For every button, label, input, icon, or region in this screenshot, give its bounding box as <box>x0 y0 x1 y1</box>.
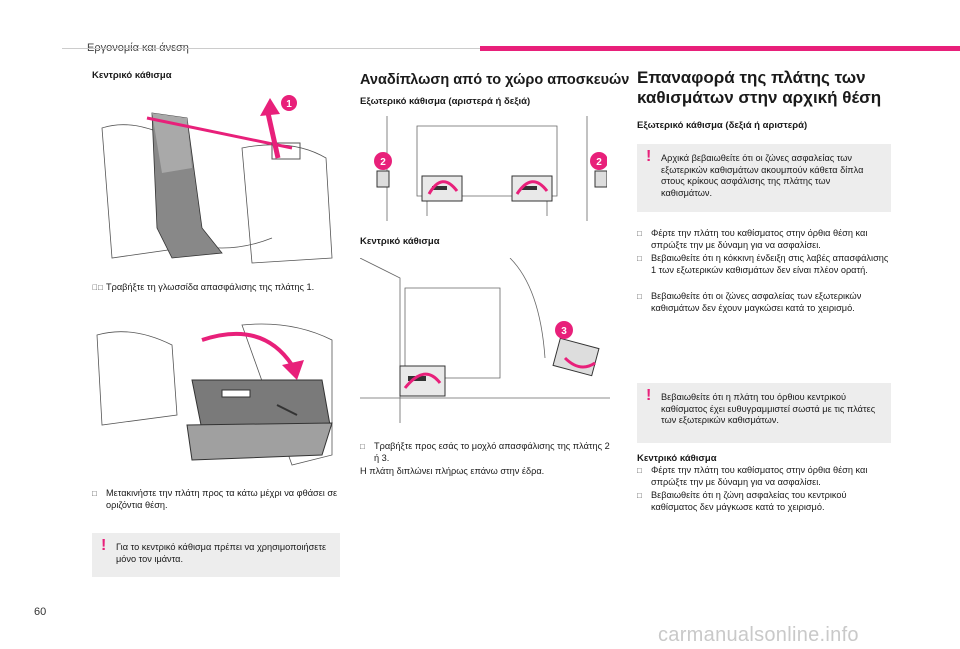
col3-bullet-1-text: Φέρτε την πλάτη του καθίσματος στην όρθι… <box>651 228 868 250</box>
illustration-seat-fold-down <box>92 305 336 473</box>
illustration-outer-seat-levers: 2 2 <box>367 116 607 221</box>
badge-2-left: 2 <box>380 157 386 168</box>
col3-subhead-1: Εξωτερικό κάθισμα (δεξιά ή αριστερά) <box>637 120 808 131</box>
col3-bullet-4: □ Φέρτε την πλάτη του καθίσματος στην όρ… <box>637 465 891 488</box>
checkbox-bullet-icon: □ <box>637 254 642 263</box>
col2-paragraph: Η πλάτη διπλώνει πλήρως επάνω στην έδρα. <box>360 466 545 476</box>
checkbox-bullet-icon: □ <box>637 292 642 301</box>
col1-bullet-2-text: Μετακινήστε την πλάτη προς τα κάτω μέχρι… <box>106 488 338 510</box>
col3-bullet-3: □ Βεβαιωθείτε ότι οι ζώνες ασφαλείας των… <box>637 291 891 314</box>
badge-3: 3 <box>561 326 567 337</box>
col3-note-1-text: Αρχικά βεβαιωθείτε ότι οι ζώνες ασφαλεία… <box>661 153 864 198</box>
checkbox-bullet-icon: □ <box>637 466 642 475</box>
col3-bullet-2: □ Βεβαιωθείτε ότι η κόκκινη ένδειξη στις… <box>637 253 891 276</box>
col2-subhead-2: Κεντρικό κάθισμα <box>360 236 440 247</box>
checkbox-bullet-icon: □ <box>92 489 97 498</box>
col1-bullet-2: □ Μετακινήστε την πλάτη προς τα κάτω μέχ… <box>92 488 340 511</box>
col2-bullet-1-text: Τραβήξτε προς εσάς το μοχλό απασφάλισης … <box>374 441 610 463</box>
illustration-center-seat-lever: 3 <box>360 258 610 423</box>
col2-bullet-1: □ Τραβήξτε προς εσάς το μοχλό απασφάλιση… <box>360 441 610 464</box>
col2-title: Αναδίπλωση από το χώρο αποσκευών <box>360 72 630 88</box>
col3-title-line-2: καθισμάτων στην αρχική θέση <box>637 88 882 107</box>
header-accent-bar <box>480 46 960 51</box>
col3-title: Επαναφορά της πλάτης των καθισμάτων στην… <box>637 68 927 108</box>
header-rule <box>62 48 480 49</box>
col3-bullet-1: □ Φέρτε την πλάτη του καθίσματος στην όρ… <box>637 228 891 251</box>
badge-1: 1 <box>286 99 292 110</box>
col3-note-2: ! Βεβαιωθείτε ότι η πλάτη του όρθιου κεν… <box>637 383 891 443</box>
col1-note: ! Για το κεντρικό κάθισμα πρέπει να χρησ… <box>92 533 340 577</box>
checkbox-bullet-icon: □ <box>360 442 365 451</box>
page-number: 60 <box>34 606 47 618</box>
col3-bullet-4-text: Φέρτε την πλάτη του καθίσματος στην όρθι… <box>651 465 868 487</box>
col3-bullet-5: □ Βεβαιωθείτε ότι η ζώνη ασφαλείας του κ… <box>637 490 891 513</box>
col3-note-2-text: Βεβαιωθείτε ότι η πλάτη του όρθιου κεντρ… <box>661 392 876 425</box>
checkbox-bullet-icon: □ <box>637 491 642 500</box>
watermark: carmanualsonline.info <box>658 624 859 646</box>
col3-note-1: ! Αρχικά βεβαιωθείτε ότι οι ζώνες ασφαλε… <box>637 144 891 212</box>
col3-subhead-2: Κεντρικό κάθισμα <box>637 453 717 464</box>
col1-bullet-1-text: Τραβήξτε τη γλωσσίδα απασφάλισης της πλά… <box>106 282 315 292</box>
col3-title-line-1: Επαναφορά της πλάτης των <box>637 68 866 87</box>
exclamation-icon: ! <box>646 387 652 404</box>
col3-bullet-2-text: Βεβαιωθείτε ότι η κόκκινη ένδειξη στις λ… <box>651 253 889 275</box>
exclamation-icon: ! <box>646 148 652 165</box>
checkbox-bullet-icon: □ <box>92 283 103 292</box>
col1-note-text: Για το κεντρικό κάθισμα πρέπει να χρησιμ… <box>116 542 327 564</box>
col2-subhead-1: Εξωτερικό κάθισμα (αριστερά ή δεξιά) <box>360 96 531 107</box>
exclamation-icon: ! <box>101 537 107 554</box>
col3-bullet-5-text: Βεβαιωθείτε ότι η ζώνη ασφαλείας του κεν… <box>651 490 847 512</box>
col1-subhead: Κεντρικό κάθισμα <box>92 70 172 81</box>
checkbox-bullet-icon: □ <box>637 229 642 238</box>
badge-2-right: 2 <box>596 157 602 168</box>
col1-bullet-1: □ Τραβήξτε τη γλωσσίδα απασφάλισης της … <box>92 282 340 294</box>
col3-bullet-3-text: Βεβαιωθείτε ότι οι ζώνες ασφαλείας των ε… <box>651 291 862 313</box>
illustration-seat-unlock-tab: 1 <box>92 88 336 268</box>
